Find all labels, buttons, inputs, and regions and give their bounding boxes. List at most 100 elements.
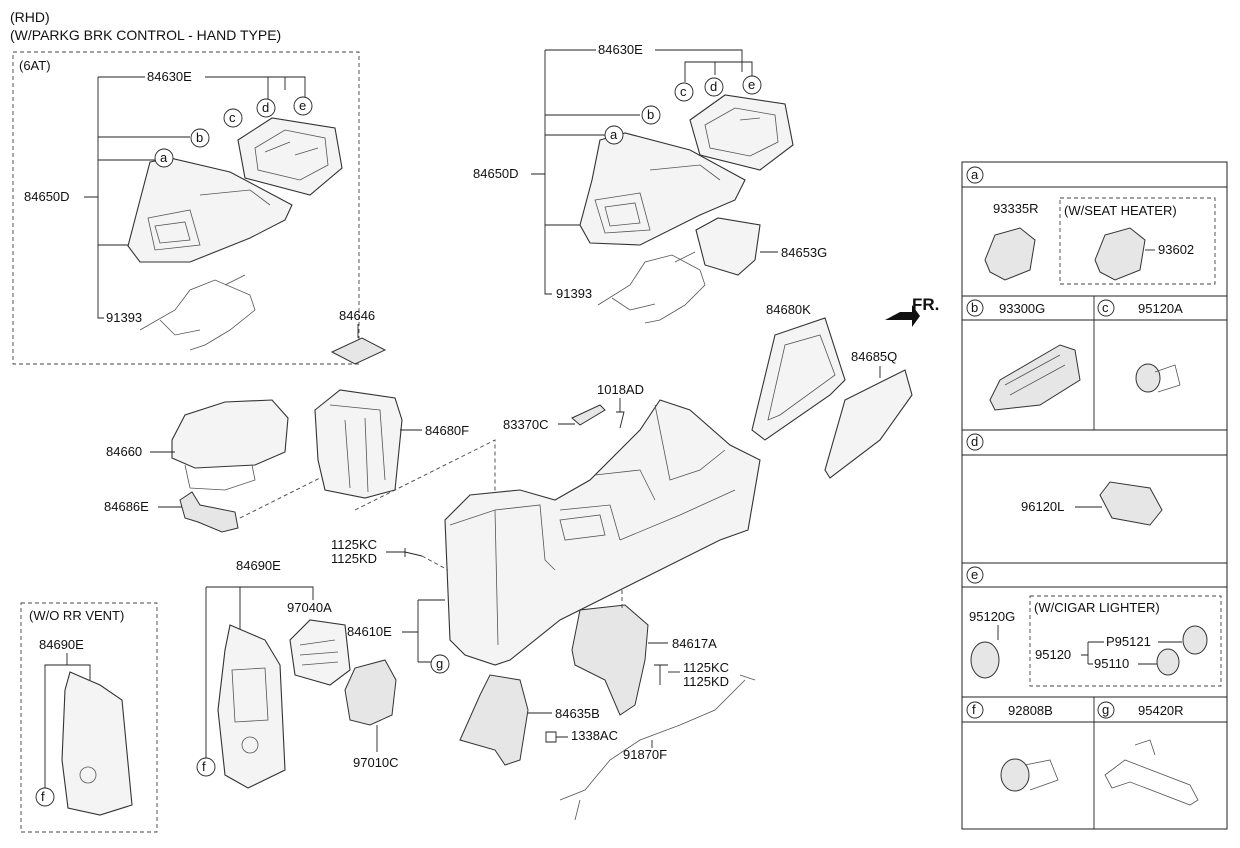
legend-b-callout [966,299,984,317]
screw-1125K-left [386,548,423,557]
legend-e-sub2: 95110 [1094,656,1129,671]
storage-box-84680F [314,389,403,499]
switch-93602 [1094,227,1146,281]
callout-f-alt-text: f [41,789,45,804]
callout-f-alt [35,787,55,807]
legend-e-option: (W/CIGAR LIGHTER) [1034,600,1160,615]
switch-93300G [989,344,1081,411]
cover-84690E-alt [61,671,133,816]
legend-e-letter: e [971,567,978,582]
socket-cover-main [241,736,259,754]
panel-84680K [751,317,846,441]
top-tray-6at [237,117,343,196]
socket-92808B [1000,758,1030,792]
legend-e-callout [966,566,984,584]
socket-95120G [970,641,1000,679]
callout-c-6at-text: c [229,110,236,125]
main-console-84610E [444,399,761,666]
label-91870F: 91870F [623,747,667,762]
label-1018AD: 1018AD [597,382,644,397]
label-1125KD-right: 1125KD [683,674,729,689]
label-97010C: 97010C [353,755,399,770]
legend-d-callout [966,433,984,451]
leader-84610E [402,599,445,663]
legend-g-letter: g [1102,702,1109,717]
pad-84646 [330,337,387,365]
label-1125KD-left: 1125KD [331,551,377,566]
callout-e-6at [293,96,313,116]
nut-1338AC [545,731,568,743]
legend-e-assy: 95120 [1035,647,1071,662]
socket-95120A-detail [1154,364,1181,393]
top-tray-center-detail [704,107,779,157]
callout-b-6at [190,128,210,148]
lighter-P95121 [1182,625,1208,655]
wiring-91870F [559,674,756,821]
label-84650D-center: 84650D [473,166,519,181]
bracket-84635B [459,674,529,766]
console-cover-center-detail [594,164,721,234]
legend-e-sub1: P95121 [1106,634,1151,649]
legend-a-option: (W/SEAT HEATER) [1064,203,1177,218]
callout-f-main-text: f [202,759,206,774]
label-84617A: 84617A [672,636,717,651]
legend-a-option-part: 93602 [1158,242,1194,257]
dashed-guides-mid [239,439,496,600]
label-84690E-alt: 84690E [39,637,84,652]
callout-d-6at [256,98,276,118]
vent-97040A [289,619,351,686]
cover-84690E-main-detail [231,667,269,723]
callout-g-console [430,654,450,674]
label-84630E-center: 84630E [598,42,643,57]
cover-83370C [571,404,606,426]
leader-cigar-parts [1138,641,1182,665]
box-6at-title: (6AT) [19,58,51,73]
label-84685Q: 84685Q [851,349,897,364]
leader-84690E-alt [44,653,91,790]
leader-95120 [1081,641,1104,665]
label-84635B: 84635B [555,706,600,721]
panel-84685Q [824,369,913,479]
screw-1018AD [616,398,625,429]
socket-cover-alt [79,766,97,784]
label-91393-left: 91393 [106,310,142,325]
armrest-84660 [171,399,289,469]
legend-frame [961,161,1228,830]
callout-e-center [742,75,762,95]
console-cover-center [579,132,746,246]
socket-92808B-detail [1024,759,1059,791]
legend-f-letter: f [972,702,976,717]
label-1338AC: 1338AC [571,728,618,743]
legend-a-part: 93335R [993,201,1039,216]
callout-f-main [196,757,216,777]
legend-c-letter: c [1102,300,1109,315]
screw-guide-left [421,555,449,571]
header-parking-brake: (W/PARKG BRK CONTROL - HAND TYPE) [10,27,281,43]
tray-84653G [695,217,761,276]
leader-84690E-main [205,586,314,760]
leader-lines-center [531,49,753,226]
callout-d-center [704,77,724,97]
legend-a-option-box [1059,197,1216,285]
legend-table [961,161,1228,830]
label-84650D-left: 84650D [24,189,70,204]
callout-b-center [641,105,661,125]
bracket-84617A [571,604,649,716]
leader-91393-center [544,225,552,295]
label-84660: 84660 [106,444,142,459]
label-84680K: 84680K [766,302,811,317]
callout-a-6at-text: a [160,150,168,165]
callout-g-console-text: g [436,656,443,671]
box-wo-rr-vent-title: (W/O RR VENT) [29,608,124,623]
console-cover-6at-detail [147,189,271,251]
vent-97040A-detail [299,639,339,666]
label-97040A: 97040A [287,600,332,615]
label-1125KC-right: 1125KC [683,660,729,675]
callout-d-center-text: d [710,79,717,94]
callout-c-center [674,82,694,102]
label-84646: 84646 [339,308,375,323]
label-84686E: 84686E [104,499,149,514]
callout-e-center-text: e [748,77,755,92]
bracket-95420R [1104,739,1199,806]
